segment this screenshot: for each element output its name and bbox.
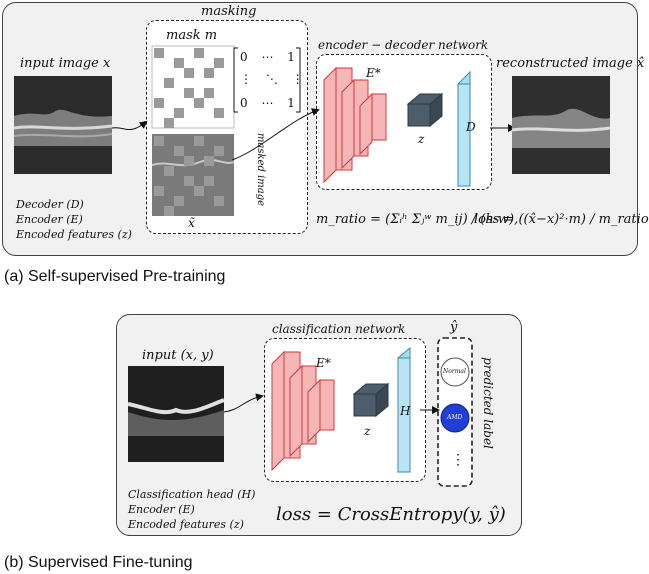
head-symbol: H <box>400 404 411 418</box>
amd-node <box>440 403 470 433</box>
head-block <box>397 346 411 474</box>
input-image-label: input image x <box>20 56 111 71</box>
mask-cell <box>194 98 204 108</box>
normal-node <box>440 357 470 387</box>
mask-cell <box>164 78 174 88</box>
legend-encoder-b: Encoder (E) <box>128 503 195 516</box>
legend-encoder: Encoder (E) <box>16 213 83 226</box>
mask-cell <box>214 108 224 118</box>
reconstructed-scan-graphic <box>511 76 611 174</box>
legend-head: Classification head (H) <box>128 488 256 501</box>
mask-cell <box>194 136 204 146</box>
loss-formula-b: loss = CrossEntropy(y, ŷ) <box>276 504 506 525</box>
input-oct-image <box>13 76 113 174</box>
masking-label: masking <box>201 4 257 19</box>
class-normal-label: Normal <box>443 368 466 375</box>
latent-block-b <box>352 382 390 418</box>
decoder-symbol: D <box>466 120 476 134</box>
reconstructed-image-label: reconstructed image x̂ <box>496 56 645 71</box>
mask-matrix-row3: 0 ⋯ 1 <box>240 96 295 110</box>
mask-cell <box>154 98 164 108</box>
mask-cell <box>214 146 224 156</box>
mask-cell <box>174 196 184 206</box>
mask-cell <box>154 186 164 196</box>
mask-cell <box>194 48 204 58</box>
legend-encoded-features-b: Encoded features (z) <box>128 518 244 531</box>
mask-matrix-row2: ⋮ ⋱ ⋮ <box>240 72 304 86</box>
mask-cell <box>194 186 204 196</box>
caption-a: (a) Self-supervised Pre-training <box>4 268 226 285</box>
mask-cell <box>214 58 224 68</box>
mask-cell <box>164 166 174 176</box>
predicted-label-text: predicted label <box>480 357 495 449</box>
input-oct-image-b <box>127 366 225 462</box>
reconstructed-oct-image <box>511 76 611 174</box>
mask-cell <box>184 176 194 186</box>
mratio-formula: m_ratio = (Σᵢʰ Σⱼʷ m_ij) / (h·w), <box>316 212 519 227</box>
mask-cell <box>174 146 184 156</box>
mask-cell <box>154 136 164 146</box>
class-amd-label: AMD <box>447 414 463 421</box>
mask-cell <box>174 58 184 68</box>
classification-network-label: classification network <box>272 322 406 336</box>
mask-matrix-row1: 0 ⋯ 1 <box>240 50 295 64</box>
oct-scan-graphic-b <box>127 366 225 462</box>
mask-cell <box>154 48 164 58</box>
loss-formula-a: loss = ((x̂−x)²·m) / m_ratio <box>474 212 649 227</box>
mask-cell <box>164 206 174 216</box>
mask-cell <box>184 156 194 166</box>
y-hat-label: ŷ <box>450 320 458 335</box>
encoder-blocks-b <box>271 350 335 472</box>
mask-cell <box>214 196 224 206</box>
mask-cell <box>204 88 214 98</box>
caption-b: (b) Supervised Fine-tuning <box>4 554 193 571</box>
input-xy-label: input (x, y) <box>142 348 214 363</box>
more-classes-dots: ⋮ <box>451 452 465 468</box>
oct-scan-graphic <box>13 76 113 174</box>
mask-cell <box>174 108 184 118</box>
latent-symbol-a: z <box>418 132 425 146</box>
encoder-blocks <box>323 66 387 184</box>
mask-cell <box>204 156 214 166</box>
encoder-decoder-label: encoder − decoder network <box>318 38 489 52</box>
decoder-block <box>457 70 471 188</box>
mask-cell <box>184 68 194 78</box>
x-tilde-label: x̃ <box>188 216 195 230</box>
legend-decoder: Decoder (D) <box>16 198 84 211</box>
encoder-symbol-a: E* <box>366 66 381 80</box>
mask-label: mask m <box>166 28 218 43</box>
latent-symbol-b: z <box>364 424 371 438</box>
encoder-symbol-b: E* <box>316 356 331 370</box>
latent-block <box>406 92 444 128</box>
mask-cell <box>184 88 194 98</box>
legend-encoded-features: Encoded features (z) <box>16 228 132 241</box>
mask-cell <box>204 176 214 186</box>
mask-cell <box>204 68 214 78</box>
mask-cell <box>164 118 174 128</box>
